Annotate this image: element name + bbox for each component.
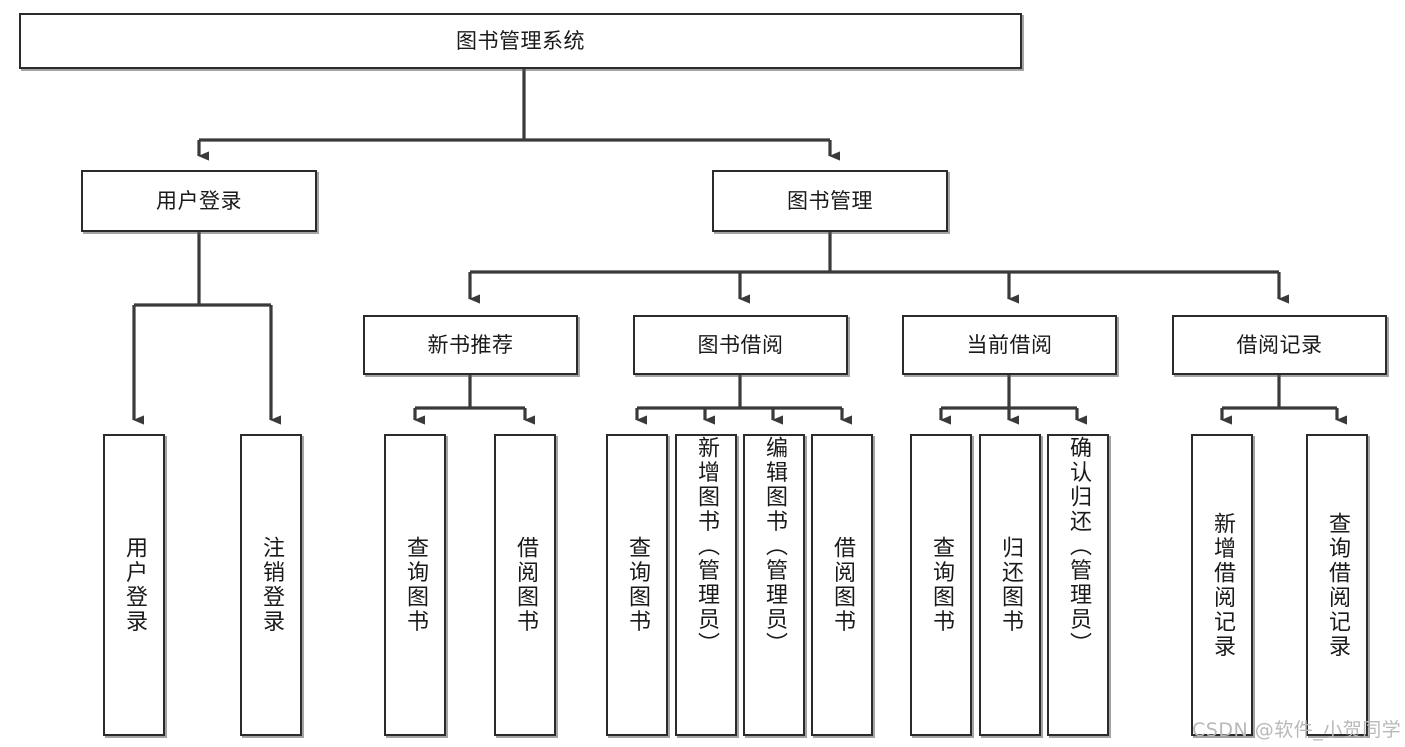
node-book-manage[interactable]: 图书管理 [712, 170, 948, 232]
node-leaf-query-book-2-label: 查询图书 [625, 536, 650, 634]
node-book-manage-label: 图书管理 [787, 188, 873, 213]
node-leaf-add-book[interactable]: 新增图书（管理员） [675, 434, 737, 736]
node-leaf-user-login-label: 用户登录 [122, 536, 147, 634]
node-leaf-borrow-book-2[interactable]: 借阅图书 [811, 434, 873, 736]
node-book-borrow-label: 图书借阅 [697, 332, 784, 357]
node-leaf-logout-label: 注销登录 [259, 536, 284, 634]
node-leaf-edit-book-label: 编辑图书（管理员） [762, 436, 787, 657]
node-leaf-query-book-2[interactable]: 查询图书 [606, 434, 668, 736]
node-leaf-query-record[interactable]: 查询借阅记录 [1306, 434, 1368, 736]
node-leaf-query-book-3[interactable]: 查询图书 [910, 434, 972, 736]
node-leaf-user-login[interactable]: 用户登录 [103, 434, 165, 736]
node-new-book-recommend-label: 新书推荐 [427, 332, 514, 357]
node-borrow-record[interactable]: 借阅记录 [1172, 315, 1387, 375]
node-borrow-record-label: 借阅记录 [1236, 332, 1323, 357]
node-leaf-query-book-3-label: 查询图书 [929, 536, 954, 634]
node-leaf-borrow-book-2-label: 借阅图书 [830, 536, 855, 634]
node-leaf-confirm-return-label: 确认归还（管理员） [1066, 436, 1091, 657]
node-leaf-borrow-book-1[interactable]: 借阅图书 [494, 434, 556, 736]
node-leaf-add-book-label: 新增图书（管理员） [694, 436, 719, 657]
node-leaf-confirm-return[interactable]: 确认归还（管理员） [1047, 434, 1109, 736]
node-leaf-query-book-1[interactable]: 查询图书 [384, 434, 446, 736]
node-current-borrow-label: 当前借阅 [966, 332, 1053, 357]
node-leaf-return-book[interactable]: 归还图书 [979, 434, 1041, 736]
node-user-login[interactable]: 用户登录 [81, 170, 317, 232]
node-leaf-edit-book[interactable]: 编辑图书（管理员） [743, 434, 805, 736]
node-leaf-query-record-label: 查询借阅记录 [1325, 511, 1350, 659]
node-leaf-borrow-book-1-label: 借阅图书 [513, 536, 538, 634]
node-root-label: 图书管理系统 [456, 28, 585, 53]
node-leaf-return-book-label: 归还图书 [998, 536, 1023, 634]
node-leaf-query-book-1-label: 查询图书 [403, 536, 428, 634]
node-leaf-logout[interactable]: 注销登录 [240, 434, 302, 736]
node-leaf-add-record-label: 新增借阅记录 [1210, 511, 1235, 659]
node-book-borrow[interactable]: 图书借阅 [633, 315, 848, 375]
node-user-login-label: 用户登录 [156, 188, 242, 213]
node-leaf-add-record[interactable]: 新增借阅记录 [1191, 434, 1253, 736]
node-root[interactable]: 图书管理系统 [19, 13, 1022, 69]
node-current-borrow[interactable]: 当前借阅 [902, 315, 1117, 375]
node-new-book-recommend[interactable]: 新书推荐 [363, 315, 578, 375]
